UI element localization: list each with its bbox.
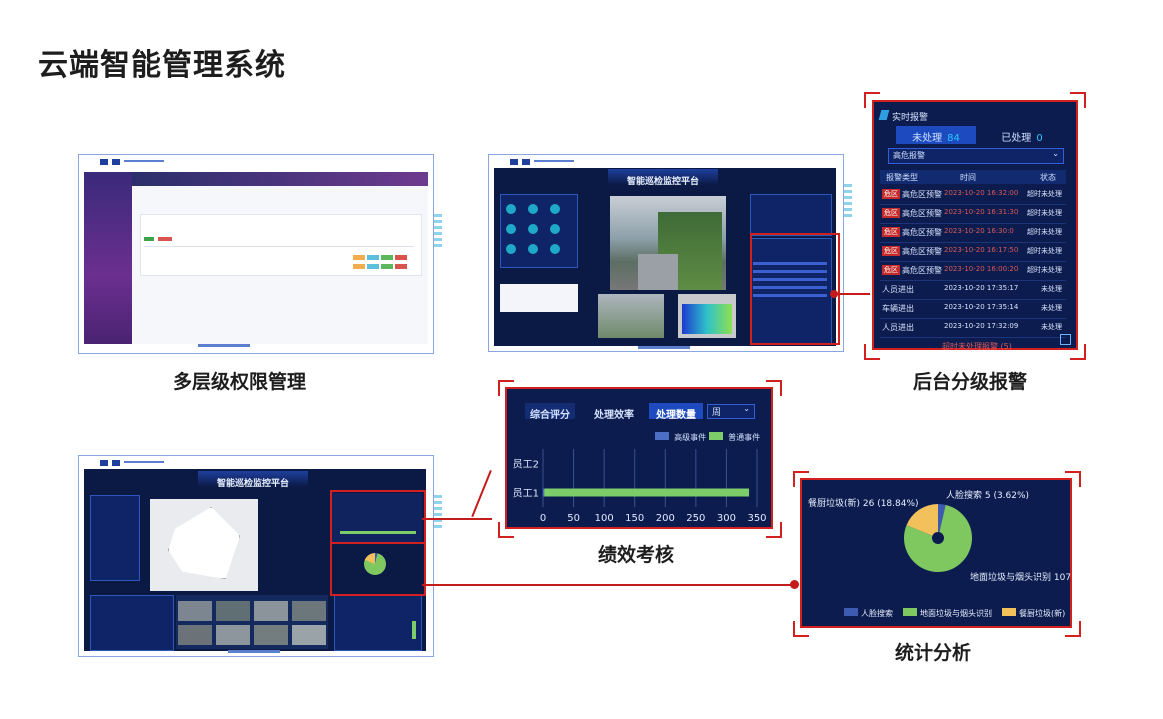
x-tick-label: 250 xyxy=(686,513,705,524)
pie-data-label: 地面垃圾与烟头识别 107 ( xyxy=(970,571,1072,583)
pie-slice xyxy=(938,504,946,533)
performance-panel: 综合评分 处理效率 处理数量 周 ⌄ 高级事件 普通事件 0 50 100 150 20… xyxy=(505,387,773,529)
connector-statistics xyxy=(422,584,794,586)
alarm-status: 超时未处理 xyxy=(1027,190,1062,198)
alarm-status: 超时未处理 xyxy=(1027,266,1062,274)
x-tick-label: 150 xyxy=(625,513,644,524)
statistics-pie-chart: 人脸搜索 5 (3.62%) 地面垃圾与烟头识别 107 ( 餐厨垃圾(新) 26 … xyxy=(808,489,1072,618)
legend-label: 人脸搜索 xyxy=(861,608,893,618)
legend-high: 高级事件 xyxy=(655,425,706,444)
platform-title-bottom: 智能巡检监控平台 xyxy=(216,479,289,489)
table-row[interactable]: 人员进出 2023-10-20 17:35:17 未处理 xyxy=(880,281,1066,300)
period-select[interactable]: 周 ⌄ xyxy=(707,404,755,419)
pie-data-label: 人脸搜索 5 (3.62%) xyxy=(946,489,1029,501)
tab-quantity[interactable]: 处理数量 xyxy=(649,403,703,421)
tab-unprocessed[interactable]: 未处理 84 xyxy=(896,126,976,144)
alarm-type: 高危区预警 xyxy=(902,247,942,256)
alarm-status: 超时未处理 xyxy=(1027,247,1062,255)
alarm-level-badge: 危区 xyxy=(882,189,900,199)
y-category-label: 员工2 xyxy=(513,459,539,471)
platform-screenshot-bottom: 智能巡检监控平台 xyxy=(78,455,442,659)
performance-bar-chart: 0 50 100 150 200 250 300 350 员工2 员工1 xyxy=(513,449,767,524)
alarm-time: 2023-10-20 16:32:00 xyxy=(944,189,1019,197)
alarm-status: 未处理 xyxy=(1041,323,1062,331)
tab-processed[interactable]: 已处理 0 xyxy=(1001,133,1043,144)
table-row[interactable]: 车辆进出 2023-10-20 17:35:14 未处理 xyxy=(880,300,1066,319)
x-tick-label: 300 xyxy=(717,513,736,524)
alarm-type: 高危区预警 xyxy=(902,228,942,237)
alarm-type: 人员进出 xyxy=(882,285,914,294)
x-tick-label: 200 xyxy=(656,513,675,524)
alarm-level-badge: 危区 xyxy=(882,265,900,275)
performance-highlight xyxy=(330,490,426,544)
alarm-status: 超时未处理 xyxy=(1027,209,1062,217)
alarm-time: 2023-10-20 16:00:20 xyxy=(944,265,1019,273)
connector-alarm xyxy=(834,293,870,295)
alarm-level-badge: 危区 xyxy=(882,208,900,218)
legend-label: 餐厨垃圾(新) xyxy=(1019,608,1065,618)
legend-swatch xyxy=(844,608,858,616)
permission-screenshot xyxy=(78,154,442,354)
alarm-footer-link[interactable]: 超时未处理报警 (5) xyxy=(942,342,1012,351)
x-tick-label: 0 xyxy=(540,513,546,524)
platform-title-top: 智能巡检监控平台 xyxy=(626,177,699,187)
alarm-type: 人员进出 xyxy=(882,323,914,332)
pie-slice xyxy=(904,504,972,572)
legend-normal: 普通事件 xyxy=(709,425,760,444)
tab-efficiency[interactable]: 处理效率 xyxy=(594,410,634,421)
alarm-time: 2023-10-20 17:35:17 xyxy=(944,284,1019,292)
statistics-panel: 人脸搜索 5 (3.62%) 地面垃圾与烟头识别 107 ( 餐厨垃圾(新) 26 … xyxy=(800,478,1072,628)
alarm-time: 2023-10-20 16:30:0 xyxy=(944,227,1014,235)
caption-permission: 多层级权限管理 xyxy=(173,371,307,393)
bar-high xyxy=(543,488,545,497)
tab-overall-score[interactable]: 综合评分 xyxy=(525,403,575,421)
caption-performance: 绩效考核 xyxy=(598,544,675,566)
alarm-time: 2023-10-20 17:35:14 xyxy=(944,303,1019,311)
alarm-table-header: 报警类型 时间 状态 xyxy=(880,170,1066,184)
bar-normal xyxy=(544,488,750,497)
x-tick-label: 100 xyxy=(595,513,614,524)
chevron-down-icon: ⌄ xyxy=(1052,149,1059,158)
alarm-status: 未处理 xyxy=(1041,285,1062,293)
alarm-level-badge: 危区 xyxy=(882,227,900,237)
chevron-down-icon: ⌄ xyxy=(743,404,750,413)
connector-performance xyxy=(422,518,492,520)
alarm-type: 车辆进出 xyxy=(882,304,914,313)
alarm-type: 高危区预警 xyxy=(902,209,942,218)
legend-swatch xyxy=(1002,608,1016,616)
caption-statistics: 统计分析 xyxy=(895,642,972,664)
pie-data-label: 餐厨垃圾(新) 26 (18.84%) xyxy=(808,497,919,509)
x-tick-label: 350 xyxy=(747,513,766,524)
caption-alarm: 后台分级报警 xyxy=(913,371,1028,393)
alarm-time: 2023-10-20 17:32:09 xyxy=(944,322,1019,330)
alarm-type: 高危区预警 xyxy=(902,190,942,199)
alarm-panel: 实时报警 未处理 84 已处理 0 高危报警 ⌄ 报警类型 时间 状态 危区高危… xyxy=(872,100,1078,351)
table-row[interactable]: 人员进出 2023-10-20 17:32:09 未处理 xyxy=(880,319,1066,338)
alarm-highlight xyxy=(750,233,840,345)
y-category-label: 员工1 xyxy=(513,488,539,500)
alarm-time: 2023-10-20 16:31:30 xyxy=(944,208,1019,216)
pie-slice xyxy=(906,504,938,536)
legend-label: 地面垃圾与烟头识别 xyxy=(920,608,992,618)
fullscreen-icon[interactable] xyxy=(1060,334,1071,345)
legend-swatch xyxy=(903,608,917,616)
alarm-level-badge: 危区 xyxy=(882,246,900,256)
alarm-type: 高危区预警 xyxy=(902,266,942,275)
alarm-time: 2023-10-20 16:17:50 xyxy=(944,246,1019,254)
alarm-filter-select[interactable]: 高危报警 ⌄ xyxy=(888,148,1064,164)
platform-screenshot-top: 智能巡检监控平台 xyxy=(488,154,852,354)
alarm-header: 实时报警 xyxy=(892,113,929,123)
statistics-highlight xyxy=(330,542,426,596)
alarm-status: 未处理 xyxy=(1041,304,1062,312)
x-tick-label: 50 xyxy=(567,513,580,524)
alarm-status: 超时未处理 xyxy=(1027,228,1062,236)
page-title: 云端智能管理系统 xyxy=(38,48,286,83)
